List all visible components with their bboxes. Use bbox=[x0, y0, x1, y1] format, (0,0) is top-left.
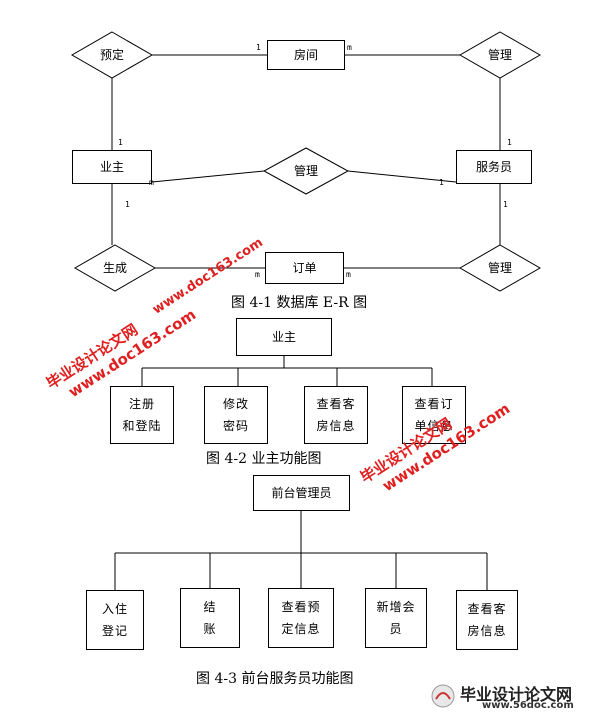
mult-label: 1 bbox=[503, 200, 508, 209]
logo-url: www.56doc.com bbox=[482, 700, 574, 711]
mult-label: 1 bbox=[439, 178, 444, 187]
mult-label: 1 bbox=[256, 43, 261, 52]
relation-book: 预定 bbox=[99, 48, 124, 62]
figure-caption-1: 图 4-1 数据库 E-R 图 bbox=[231, 295, 368, 311]
desk-func-box: 新增会 员 bbox=[365, 588, 427, 648]
mult-label: 1 bbox=[118, 138, 123, 147]
owner-func-box: 注册 和登陆 bbox=[110, 386, 174, 444]
owner-func-box: 修改 密码 bbox=[204, 386, 268, 444]
desk-func-box: 结 账 bbox=[180, 588, 240, 648]
owner-func-box: 查看客 房信息 bbox=[304, 386, 368, 444]
relation-generate: 生成 bbox=[102, 261, 127, 275]
entity-order: 订单 bbox=[265, 252, 344, 284]
mult-label: m bbox=[346, 270, 351, 279]
relation-manage-mid: 管理 bbox=[293, 164, 318, 178]
mult-label: m bbox=[149, 178, 154, 187]
mult-label: 1 bbox=[125, 200, 130, 209]
desk-root: 前台管理员 bbox=[253, 475, 350, 511]
owner-func-box: 查看订 单信息 bbox=[402, 386, 466, 444]
logo-text: 毕业设计论文网 bbox=[460, 685, 573, 704]
mult-label: m bbox=[347, 43, 352, 52]
desk-func-box: 入住 登记 bbox=[86, 590, 144, 650]
site-logo: 毕业设计论文网 www.56doc.com bbox=[430, 683, 595, 711]
entity-owner: 业主 bbox=[72, 150, 152, 184]
relation-manage-top: 管理 bbox=[487, 48, 512, 62]
mult-label: m bbox=[255, 270, 260, 279]
figure-caption-3: 图 4-3 前台服务员功能图 bbox=[196, 671, 354, 687]
logo-icon bbox=[431, 684, 455, 708]
mult-label: 1 bbox=[507, 138, 512, 147]
owner-root: 业主 bbox=[236, 318, 332, 356]
desk-func-box: 查看客 房信息 bbox=[456, 590, 518, 650]
entity-attendant: 服务员 bbox=[456, 150, 532, 184]
desk-func-box: 查看预 定信息 bbox=[268, 588, 334, 648]
relation-manage-bottom: 管理 bbox=[487, 261, 512, 275]
entity-room: 房间 bbox=[267, 40, 345, 70]
figure-caption-2: 图 4-2 业主功能图 bbox=[206, 451, 322, 467]
